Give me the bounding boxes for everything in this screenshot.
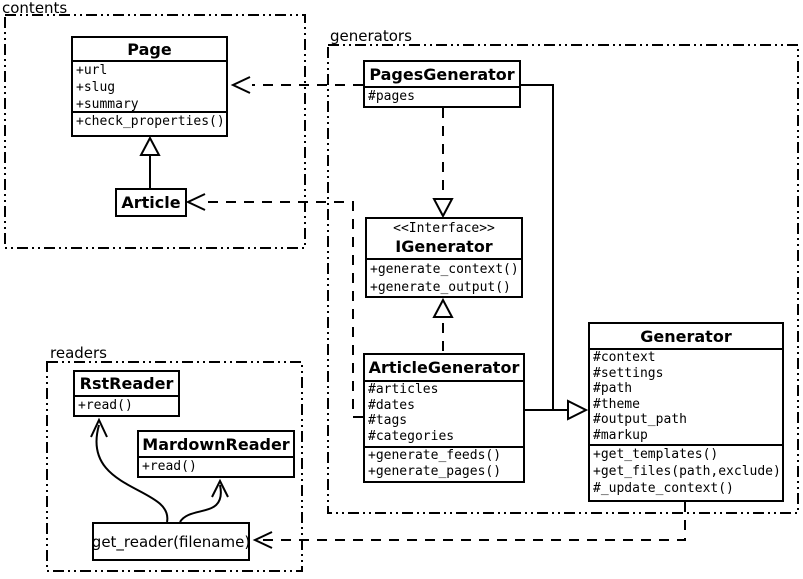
class-mardownreader-title: MardownReader xyxy=(139,432,293,458)
method: +read() xyxy=(142,459,197,474)
class-articlegenerator: ArticleGenerator #articles #dates #tags … xyxy=(363,353,525,483)
method: #_update_context() xyxy=(593,481,734,496)
generators-package-label: generators xyxy=(330,27,412,45)
attribute: #articles xyxy=(368,382,439,397)
class-article-title: Article xyxy=(121,193,181,212)
class-pagesgenerator-title: PagesGenerator xyxy=(365,62,519,88)
readers-package-label: readers xyxy=(50,344,107,362)
function-get-reader-label: get_reader(filename) xyxy=(91,532,251,551)
method: +generate_pages() xyxy=(368,463,502,479)
class-generator-methods: +get_templates() +get_files(path,exclude… xyxy=(590,444,782,497)
attribute: #output_path xyxy=(593,412,687,427)
class-page-attributes: +url +slug +summary xyxy=(73,62,226,112)
function-get-reader: get_reader(filename) xyxy=(92,522,250,561)
method: +generate_output() xyxy=(370,280,511,295)
open-arrowhead-icon xyxy=(211,478,229,498)
contents-package-border xyxy=(4,14,306,249)
open-arrowhead-icon xyxy=(252,531,273,549)
attribute: #settings xyxy=(593,365,664,381)
class-page-title: Page xyxy=(73,38,226,62)
class-generator-title: Generator xyxy=(590,324,782,350)
attribute: +url xyxy=(76,63,108,78)
open-arrowhead-icon xyxy=(230,76,251,94)
hollow-triangle-icon xyxy=(567,399,589,421)
dependency-articlegenerator-to-article xyxy=(207,201,363,418)
generators-package-border xyxy=(327,44,799,514)
class-igenerator-title: <<Interface>> IGenerator xyxy=(367,219,521,260)
class-generator-attributes: #context #settings #path #theme #output_… xyxy=(590,350,782,444)
method: +get_files(path,exclude) xyxy=(593,464,781,479)
attribute: #context xyxy=(593,350,656,365)
open-arrowhead-icon xyxy=(90,417,108,438)
attribute: #pages xyxy=(368,89,415,104)
class-article: Article xyxy=(115,188,187,217)
method: +check_properties() xyxy=(76,114,225,129)
attribute: #markup xyxy=(593,427,648,443)
class-rstreader-title: RstReader xyxy=(75,372,178,397)
attribute: #tags xyxy=(368,413,408,428)
class-articlegenerator-title: ArticleGenerator xyxy=(365,355,523,382)
method: +get_templates() xyxy=(593,447,719,462)
class-generator: Generator #context #settings #path #them… xyxy=(588,322,784,502)
class-pagesgenerator-attributes: #pages xyxy=(365,88,519,105)
class-page-methods: +check_properties() xyxy=(73,111,226,130)
class-pagesgenerator: PagesGenerator #pages xyxy=(363,60,521,108)
class-igenerator-stereotype: <<Interface>> xyxy=(393,221,495,236)
attribute: +slug xyxy=(76,80,116,95)
attribute: #dates xyxy=(368,397,415,413)
class-mardownreader: MardownReader +read() xyxy=(137,430,295,478)
class-page: Page +url +slug +summary +check_properti… xyxy=(71,36,228,137)
readers-package-border xyxy=(46,361,303,572)
class-rstreader: RstReader +read() xyxy=(73,370,180,417)
arrow-getreader-to-rstreader xyxy=(95,424,169,523)
attribute: #theme xyxy=(593,396,640,412)
class-articlegenerator-attributes: #articles #dates #tags #categories xyxy=(365,382,523,446)
attribute: #path xyxy=(593,381,633,396)
attribute: +summary xyxy=(76,97,139,112)
arrow-getreader-to-mardownreader xyxy=(179,484,222,523)
hollow-triangle-icon xyxy=(432,297,454,318)
class-mardownreader-methods: +read() xyxy=(139,458,293,475)
method: +read() xyxy=(78,398,133,413)
class-igenerator-name: IGenerator xyxy=(395,237,493,256)
dependency-generator-to-getreader xyxy=(255,502,686,541)
hollow-triangle-icon xyxy=(139,135,161,156)
class-igenerator: <<Interface>> IGenerator +generate_conte… xyxy=(365,217,523,298)
class-articlegenerator-methods: +generate_feeds() +generate_pages() xyxy=(365,446,523,479)
hollow-triangle-icon xyxy=(432,198,454,219)
method: +generate_context() xyxy=(370,262,519,277)
class-igenerator-methods: +generate_context() +generate_output() xyxy=(367,260,521,296)
attribute: #categories xyxy=(368,428,455,444)
contents-package-label: contents xyxy=(2,0,68,17)
open-arrowhead-icon xyxy=(185,193,206,211)
class-rstreader-methods: +read() xyxy=(75,397,178,414)
inheritance-pagesgenerator-to-generator xyxy=(520,84,567,411)
method: +generate_feeds() xyxy=(368,448,502,463)
